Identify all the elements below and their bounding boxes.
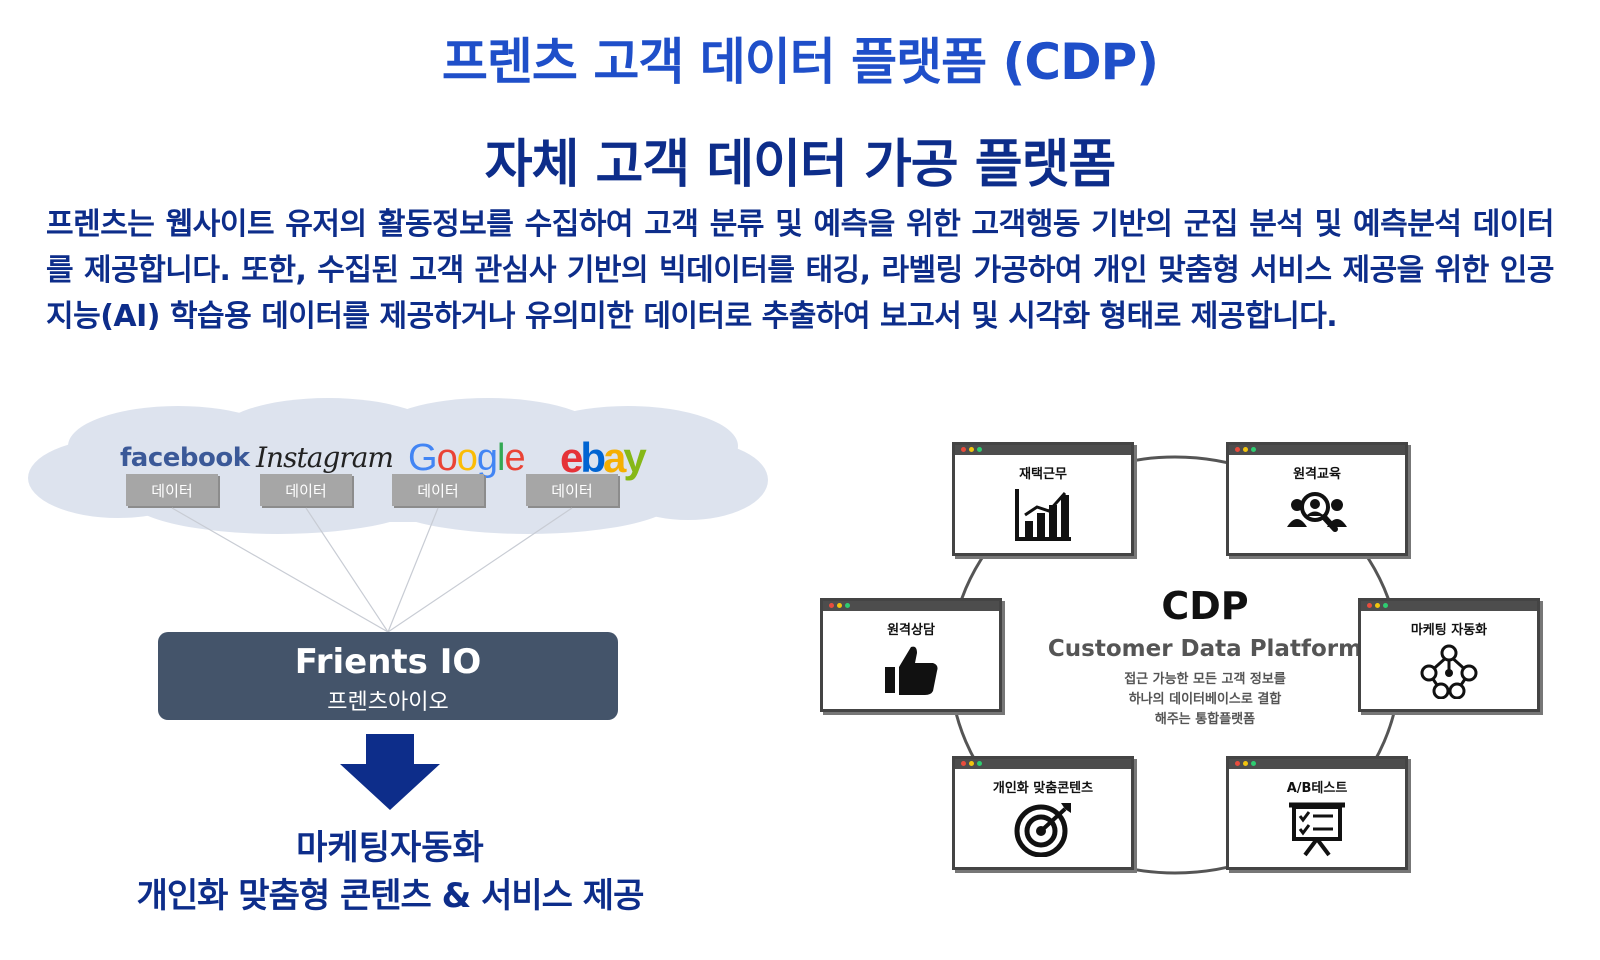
instagram-logo: Instagram	[256, 441, 394, 474]
thumbs-up-icon	[885, 646, 938, 695]
down-arrow-icon	[340, 734, 440, 810]
ebay-logo: ebay	[560, 434, 647, 481]
module-remote-education: 원격교육	[1226, 442, 1408, 556]
module-remote-work: 재택근무	[952, 442, 1134, 556]
window-titlebar	[823, 601, 999, 611]
module-personalized-content: 개인화 맞춤콘텐츠	[952, 756, 1134, 870]
google-logo: Google	[408, 437, 526, 479]
cdp-description: 접근 가능한 모든 고객 정보를 하나의 데이터베이스로 결합 해주는 통합플랫…	[1124, 672, 1286, 727]
network-icon	[1420, 644, 1478, 699]
data-box: 데이터	[526, 474, 618, 506]
window-titlebar	[1229, 759, 1405, 769]
module-label: 원격교육	[1293, 467, 1341, 482]
output-personalized-service: 개인화 맞춤형 콘텐츠 & 서비스 제공	[136, 876, 645, 916]
presentation-board-icon	[1289, 802, 1345, 857]
description-paragraph: 프렌츠는 웹사이트 유저의 활동정보를 수집하여 고객 분류 및 예측을 위한 …	[46, 207, 1555, 334]
frients-io-box: Frients IO 프렌츠아이오	[158, 632, 618, 720]
output-marketing-automation: 마케팅자동화	[296, 828, 484, 868]
window-titlebar	[955, 445, 1131, 455]
module-label: 개인화 맞춤콘텐츠	[992, 781, 1094, 796]
cdp-full-name: Customer Data Platform	[1047, 636, 1363, 662]
cdp-title: CDP	[1161, 584, 1249, 628]
module-label: 마케팅 자동화	[1410, 623, 1488, 638]
sub-title: 자체 고객 데이터 가공 플랫폼	[484, 135, 1117, 195]
module-remote-consulting: 원격상담	[820, 598, 1002, 712]
data-box: 데이터	[392, 474, 484, 506]
data-box: 데이터	[260, 474, 352, 506]
window-titlebar	[1361, 601, 1537, 611]
window-titlebar	[955, 759, 1131, 769]
hub-title: Frients IO	[294, 642, 482, 682]
hub-subtitle: 프렌츠아이오	[327, 690, 449, 715]
module-label: 원격상담	[887, 623, 935, 638]
module-marketing-automation: 마케팅 자동화	[1358, 598, 1540, 712]
facebook-logo: facebook	[120, 443, 250, 473]
window-titlebar	[1229, 445, 1405, 455]
data-box: 데이터	[126, 474, 218, 506]
bar-chart-icon	[1015, 489, 1071, 541]
module-ab-test: A/B테스트	[1226, 756, 1408, 870]
people-search-icon	[1287, 492, 1347, 532]
module-label: 재택근무	[1019, 467, 1067, 482]
main-title: 프렌츠 고객 데이터 플랫폼 (CDP)	[441, 33, 1159, 91]
target-icon	[1014, 803, 1071, 857]
module-label: A/B테스트	[1286, 781, 1348, 796]
